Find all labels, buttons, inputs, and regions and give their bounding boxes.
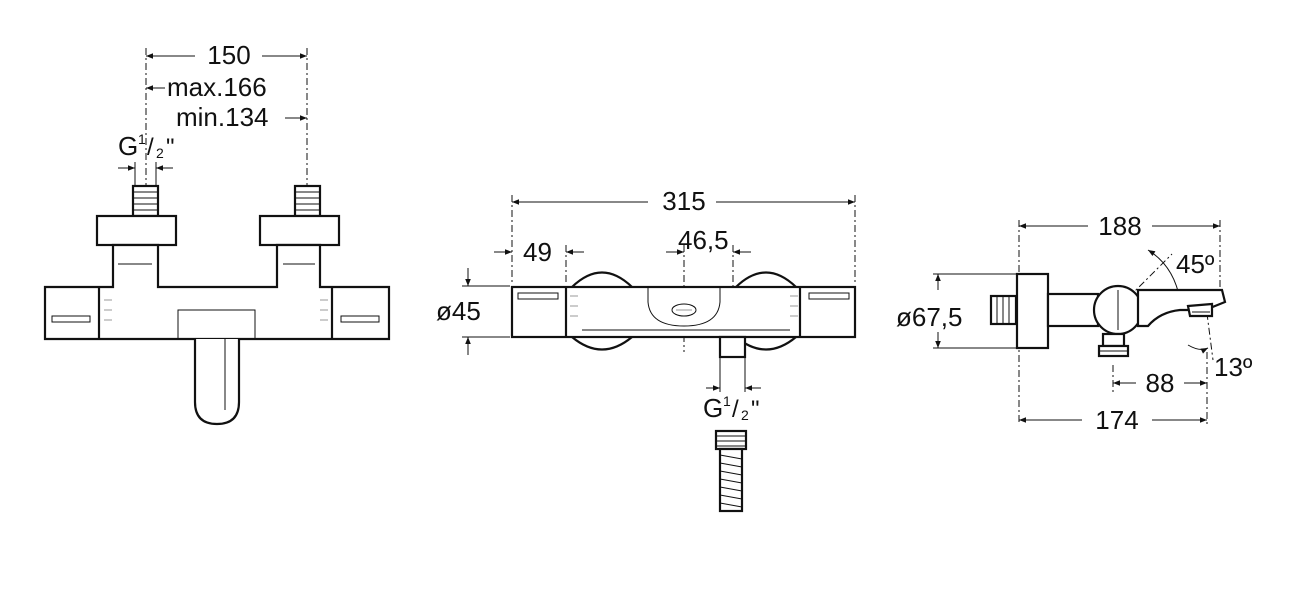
diameter-67-5-label: ø67,5: [896, 302, 963, 332]
svg-text:/: /: [732, 396, 739, 423]
svg-text:G: G: [703, 393, 723, 423]
svg-text:2: 2: [741, 407, 749, 423]
offset-46-5-label: 46,5: [678, 225, 729, 255]
front-view: [43, 48, 391, 426]
top-view: [462, 195, 857, 513]
side-view-labels: 188 45º ø67,5 13º 88 174: [896, 211, 1253, 435]
length-label: 315: [662, 186, 705, 216]
front-view-labels: 150 max.166 min.134 G 1 / 2 ": [118, 40, 269, 161]
diameter-45-label: ø45: [436, 296, 481, 326]
svg-text:1: 1: [138, 131, 146, 147]
min-label: min.134: [176, 102, 269, 132]
svg-text:1: 1: [723, 393, 731, 409]
thread-label-top: G 1 / 2 ": [703, 393, 760, 423]
angle-45-label: 45º: [1176, 249, 1215, 279]
angle-13-label: 13º: [1214, 352, 1253, 382]
svg-text:/: /: [147, 134, 154, 161]
side-view: [933, 220, 1227, 425]
svg-text:2: 2: [156, 145, 164, 161]
top-view-labels: 315 49 46,5 ø45 G 1 / 2 ": [436, 186, 760, 423]
overall-174-label: 174: [1095, 405, 1138, 435]
svg-text:": ": [751, 396, 760, 423]
offset-88-label: 88: [1146, 368, 1175, 398]
depth-188-label: 188: [1098, 211, 1141, 241]
offset-49-label: 49: [523, 237, 552, 267]
svg-text:G: G: [118, 131, 138, 161]
svg-text:": ": [166, 134, 175, 161]
thread-label-front: G 1 / 2 ": [118, 131, 175, 161]
max-label: max.166: [167, 72, 267, 102]
width-label: 150: [207, 40, 250, 70]
